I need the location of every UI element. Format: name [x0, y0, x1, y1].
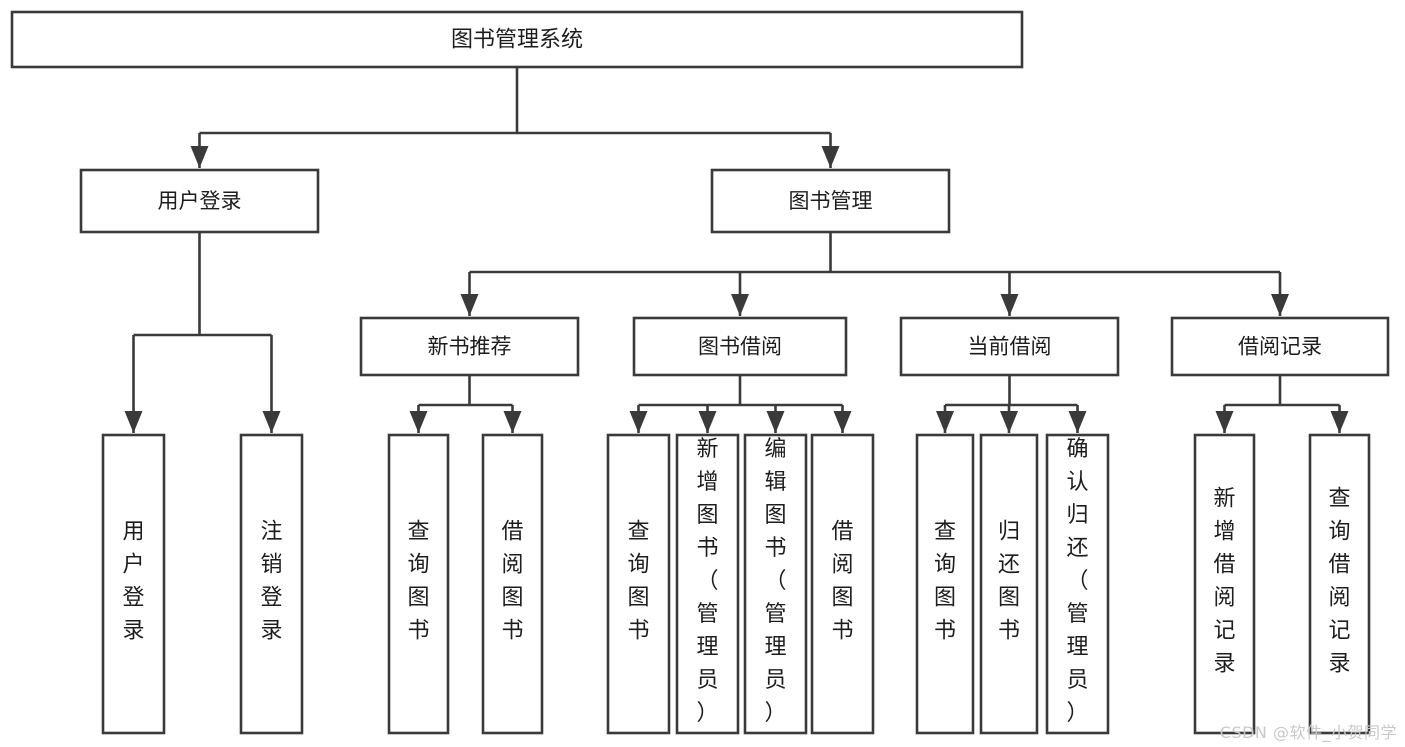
leaf-box: [810, 433, 875, 735]
leaf-box: [1308, 433, 1371, 735]
leaf-label: 借阅图书: [501, 520, 523, 644]
node-book-management[interactable]: 图书管理: [710, 168, 951, 234]
leaf-label: 归还图书: [998, 520, 1020, 644]
leaf-box: [675, 433, 740, 735]
connector-layer: [124, 67, 1349, 433]
arrow-head-icon: [766, 411, 785, 433]
leaf-node-leaf-edit-book-admin[interactable]: 编辑图书（管理员）: [743, 433, 808, 735]
node-box: [359, 316, 580, 377]
leaf-node-leaf-query-book-1[interactable]: 查询图书: [387, 433, 450, 735]
level2-label: 当前借阅: [968, 335, 1052, 359]
leaf-label: 查询图书: [627, 520, 649, 644]
level1-label: 图书管理: [789, 189, 873, 213]
node-box: [899, 316, 1120, 377]
leaf-label: 查询图书: [934, 520, 956, 644]
arrow-head-icon: [1000, 411, 1018, 433]
level2-label: 借阅记录: [1238, 335, 1322, 359]
leaf-box: [101, 433, 166, 735]
leaf-node-leaf-query-borrow-record[interactable]: 查询借阅记录: [1308, 433, 1371, 735]
node-box: [10, 10, 1024, 69]
leaf-node-leaf-confirm-return-admin[interactable]: 确认归还（管理员）: [1045, 433, 1110, 735]
arrow-head-icon: [1271, 294, 1289, 316]
arrow-head-icon: [936, 411, 954, 433]
node-box: [632, 316, 848, 377]
leaf-label: 查询借阅记录: [1328, 487, 1350, 677]
leaf-node-leaf-add-borrow-record[interactable]: 新增借阅记录: [1193, 433, 1256, 735]
node-user-login[interactable]: 用户登录: [79, 168, 320, 234]
leaf-box: [915, 433, 975, 735]
leaf-label: 新增借阅记录: [1213, 487, 1235, 677]
arrow-head-icon: [262, 411, 281, 433]
level1-label: 用户登录: [158, 189, 242, 213]
leaf-label: 借阅图书: [831, 520, 853, 644]
arrow-head-icon: [731, 294, 749, 316]
arrow-head-icon: [1215, 411, 1234, 433]
leaf-node-leaf-query-book-2[interactable]: 查询图书: [606, 433, 671, 735]
leaf-box: [1045, 433, 1110, 735]
leaf-node-leaf-logout-login[interactable]: 注销登录: [239, 433, 304, 735]
leaf-box: [239, 433, 304, 735]
leaf-node-leaf-borrow-book-2[interactable]: 借阅图书: [810, 433, 875, 735]
leaf-node-leaf-return-book[interactable]: 归还图书: [979, 433, 1039, 735]
leaf-box: [979, 433, 1039, 735]
arrow-head-icon: [1330, 411, 1349, 433]
arrow-head-icon: [409, 411, 428, 433]
arrow-head-icon: [629, 411, 648, 433]
arrow-head-icon: [833, 411, 852, 433]
arrow-head-icon: [190, 146, 209, 168]
leaf-node-leaf-query-book-3[interactable]: 查询图书: [915, 433, 975, 735]
node-layer: 图书管理系统用户登录图书管理新书推荐图书借阅当前借阅借阅记录用户登录注销登录查询…: [10, 10, 1390, 735]
leaf-box: [387, 433, 450, 735]
level2-label: 图书借阅: [698, 335, 782, 359]
node-current-borrow[interactable]: 当前借阅: [899, 316, 1120, 377]
node-box: [79, 168, 320, 234]
node-box: [1170, 316, 1390, 377]
leaf-label: 确认归还（管理员）: [1066, 437, 1088, 726]
leaf-box: [481, 433, 544, 735]
leaf-node-leaf-borrow-book-1[interactable]: 借阅图书: [481, 433, 544, 735]
leaf-label: 用户登录: [122, 520, 144, 644]
node-borrow-record[interactable]: 借阅记录: [1170, 316, 1390, 377]
node-new-book-recommend[interactable]: 新书推荐: [359, 316, 580, 377]
leaf-label: 编辑图书（管理员）: [764, 437, 786, 726]
leaf-box: [1193, 433, 1256, 735]
leaf-node-leaf-add-book-admin[interactable]: 新增图书（管理员）: [675, 433, 740, 735]
arrow-head-icon: [1068, 411, 1087, 433]
leaf-box: [743, 433, 808, 735]
arrow-head-icon: [1000, 294, 1019, 316]
node-undefined[interactable]: 图书管理系统: [10, 10, 1024, 69]
arrow-head-icon: [460, 294, 479, 316]
leaf-label: 查询图书: [407, 520, 429, 644]
leaf-box: [606, 433, 671, 735]
root-title-label: 图书管理系统: [451, 28, 583, 53]
leaf-node-leaf-user-login[interactable]: 用户登录: [101, 433, 166, 735]
leaf-label: 注销登录: [260, 520, 282, 644]
node-book-borrow[interactable]: 图书借阅: [632, 316, 848, 377]
node-box: [710, 168, 951, 234]
level2-label: 新书推荐: [428, 335, 512, 359]
arrow-head-icon: [821, 146, 840, 168]
arrow-head-icon: [503, 411, 522, 433]
csdn-watermark: CSDN @软件_小贺同学: [1219, 723, 1397, 742]
leaf-label: 新增图书（管理员）: [696, 437, 718, 726]
arrow-head-icon: [124, 411, 143, 433]
arrow-head-icon: [698, 411, 717, 433]
